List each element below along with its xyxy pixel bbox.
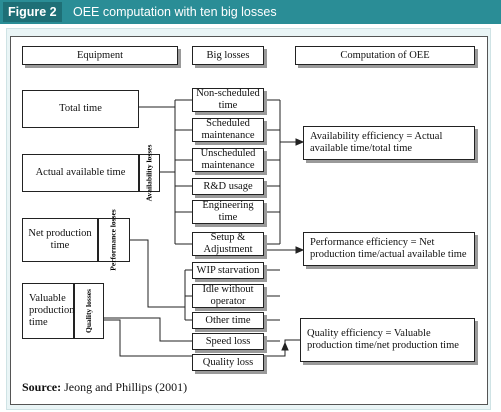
valuable-production-time-box: Valuable production time bbox=[22, 283, 75, 339]
performance-losses-box: Performance losses bbox=[98, 209, 130, 271]
total-time-box: Total time bbox=[22, 90, 139, 128]
performance-losses-label: Performance losses bbox=[109, 209, 118, 271]
loss-other-time: Other time bbox=[192, 312, 264, 329]
quality-loss-link bbox=[103, 319, 192, 357]
figure-header: Figure 2 OEE computation with ten big lo… bbox=[0, 0, 501, 24]
performance-losses-link bbox=[130, 239, 185, 308]
arrow-quality bbox=[281, 341, 289, 351]
quality-efficiency-box: Quality efficiency = Valuable production… bbox=[300, 318, 475, 362]
loss-quality-loss: Quality loss bbox=[192, 354, 264, 371]
loss-non-scheduled-time: Non-scheduled time bbox=[192, 88, 264, 112]
net-production-time-box: Net production time bbox=[22, 218, 98, 262]
loss-engineering-time: Engineering time bbox=[192, 200, 264, 224]
loss-scheduled-maintenance: Scheduled maintenance bbox=[192, 118, 264, 142]
big-losses-header: Big losses bbox=[192, 46, 264, 65]
right-bracket-ticks bbox=[264, 99, 280, 245]
loss-speed-loss: Speed loss bbox=[192, 333, 264, 350]
speed-loss-link bbox=[104, 317, 192, 342]
equipment-header: Equipment bbox=[22, 46, 178, 65]
loss-unscheduled-maintenance: Unscheduled maintenance bbox=[192, 148, 264, 172]
availability-losses-box: Availability losses bbox=[139, 145, 160, 201]
actual-available-time-box: Actual available time bbox=[22, 154, 139, 192]
quality-losses-box: Quality losses bbox=[74, 283, 104, 339]
loss-wip-starvation: WIP starvation bbox=[192, 262, 264, 279]
right-ticks-lower bbox=[264, 269, 280, 342]
availability-losses-label: Availability losses bbox=[144, 144, 154, 202]
loss-setup-adjustment: Setup & Adjustment bbox=[192, 232, 264, 256]
loss-idle-without-operator: Idle without operator bbox=[192, 284, 264, 308]
figure-label: Figure 2 bbox=[3, 2, 62, 22]
availability-efficiency-box: Availability efficiency = Actual availab… bbox=[303, 126, 475, 160]
performance-efficiency-box: Performance efficiency = Net production … bbox=[303, 232, 475, 266]
figure-title: OEE computation with ten big losses bbox=[73, 5, 277, 19]
arrow-availability bbox=[295, 138, 305, 146]
source-label: Source: bbox=[22, 380, 62, 394]
quality-right-link bbox=[264, 349, 286, 357]
loss-rd-usage: R&D usage bbox=[192, 178, 264, 195]
source-text: Jeong and Phillips (2001) bbox=[64, 380, 188, 394]
source-note: Source: Jeong and Phillips (2001) bbox=[22, 380, 187, 395]
arrow-performance bbox=[295, 246, 305, 254]
quality-losses-label: Quality losses bbox=[84, 289, 93, 333]
computation-header: Computation of OEE bbox=[295, 46, 475, 65]
